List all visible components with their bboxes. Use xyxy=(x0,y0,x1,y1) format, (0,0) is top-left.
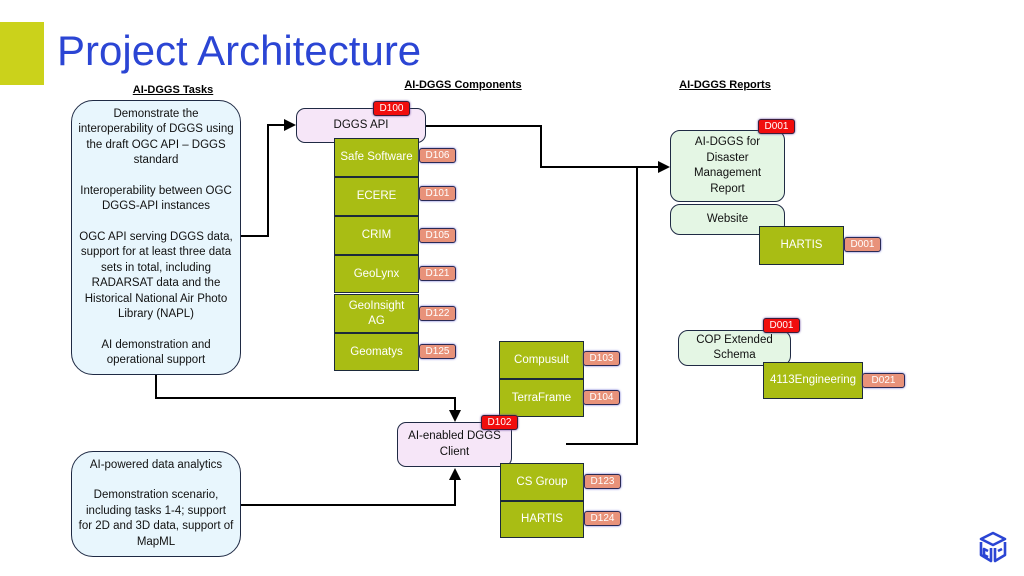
task-text: AI demonstration and operational support xyxy=(101,338,211,367)
arrow-tasks-to-client xyxy=(155,375,461,422)
arrow-tasks-to-api xyxy=(241,119,296,237)
cop-schema-label: COP Extended Schema xyxy=(696,333,773,362)
provider-crim: CRIM xyxy=(334,216,419,255)
disaster-report-label: AI-DGGS for Disaster Management Report xyxy=(693,136,762,195)
provider-geomatys: Geomatys xyxy=(334,333,419,371)
arrow-api-to-report xyxy=(426,125,670,173)
ai-client-label: AI-enabled DGGS Client xyxy=(408,430,501,458)
arrow-analytics-to-client xyxy=(240,468,461,506)
provider-ecere: ECERE xyxy=(334,177,419,216)
badge-d121: D121 xyxy=(419,266,456,281)
badge-d106: D106 xyxy=(419,148,456,163)
badge-d001-hartis: D001 xyxy=(844,237,881,252)
task-text: AI-powered data analytics xyxy=(89,458,223,471)
provider-4113engineering: 4113Engineering xyxy=(763,362,863,399)
provider-terraframe: TerraFrame xyxy=(499,379,584,417)
ogc-cube-logo-icon xyxy=(978,531,1008,563)
provider-hartis-client: HARTIS xyxy=(500,501,584,538)
badge-d105: D105 xyxy=(419,228,456,243)
badge-d123: D123 xyxy=(584,474,621,489)
badge-d101: D101 xyxy=(419,186,456,201)
badge-d001-cop: D001 xyxy=(763,318,800,333)
heading-reports: AI-DGGS Reports xyxy=(679,79,771,91)
badge-d124: D124 xyxy=(584,511,621,526)
task-box-main: Demonstrate the interoperability of DGGS… xyxy=(71,100,241,375)
badge-d103: D103 xyxy=(583,351,620,366)
badge-d104: D104 xyxy=(583,390,620,405)
provider-compusult: Compusult xyxy=(499,341,584,379)
dggs-api-label: DGGS API xyxy=(333,118,389,131)
badge-d122: D122 xyxy=(419,306,456,321)
task-box-analytics: AI-powered data analytics Demonstration … xyxy=(71,451,241,557)
provider-geoinsight-ag: GeoInsight AG xyxy=(334,294,419,333)
badge-d001-report: D001 xyxy=(758,119,795,134)
disaster-report-box: AI-DGGS for Disaster Management Report xyxy=(670,130,785,202)
badge-d102: D102 xyxy=(481,415,518,430)
provider-geolynx: GeoLynx xyxy=(334,255,419,293)
accent-bar xyxy=(0,22,44,85)
task-text: OGC API serving DGGS data, support for a… xyxy=(79,230,233,321)
badge-d100: D100 xyxy=(373,101,410,116)
heading-tasks: AI-DGGS Tasks xyxy=(132,84,214,96)
badge-d125: D125 xyxy=(419,344,456,359)
task-text: Demonstration scenario, including tasks … xyxy=(78,489,234,548)
cop-schema-box: COP Extended Schema xyxy=(678,330,791,366)
line-client-to-report xyxy=(566,167,638,445)
website-label: Website xyxy=(706,212,749,225)
provider-cs-group: CS Group xyxy=(500,463,584,501)
badge-d021: D021 xyxy=(862,373,905,388)
provider-safe-software: Safe Software xyxy=(334,138,419,177)
provider-hartis-report: HARTIS xyxy=(759,226,844,265)
task-text: Interoperability between OGC DGGS-API in… xyxy=(80,184,232,213)
page-title: Project Architecture xyxy=(57,27,422,74)
heading-components: AI-DGGS Components xyxy=(404,79,522,91)
task-text: Demonstrate the interoperability of DGGS… xyxy=(78,107,234,167)
